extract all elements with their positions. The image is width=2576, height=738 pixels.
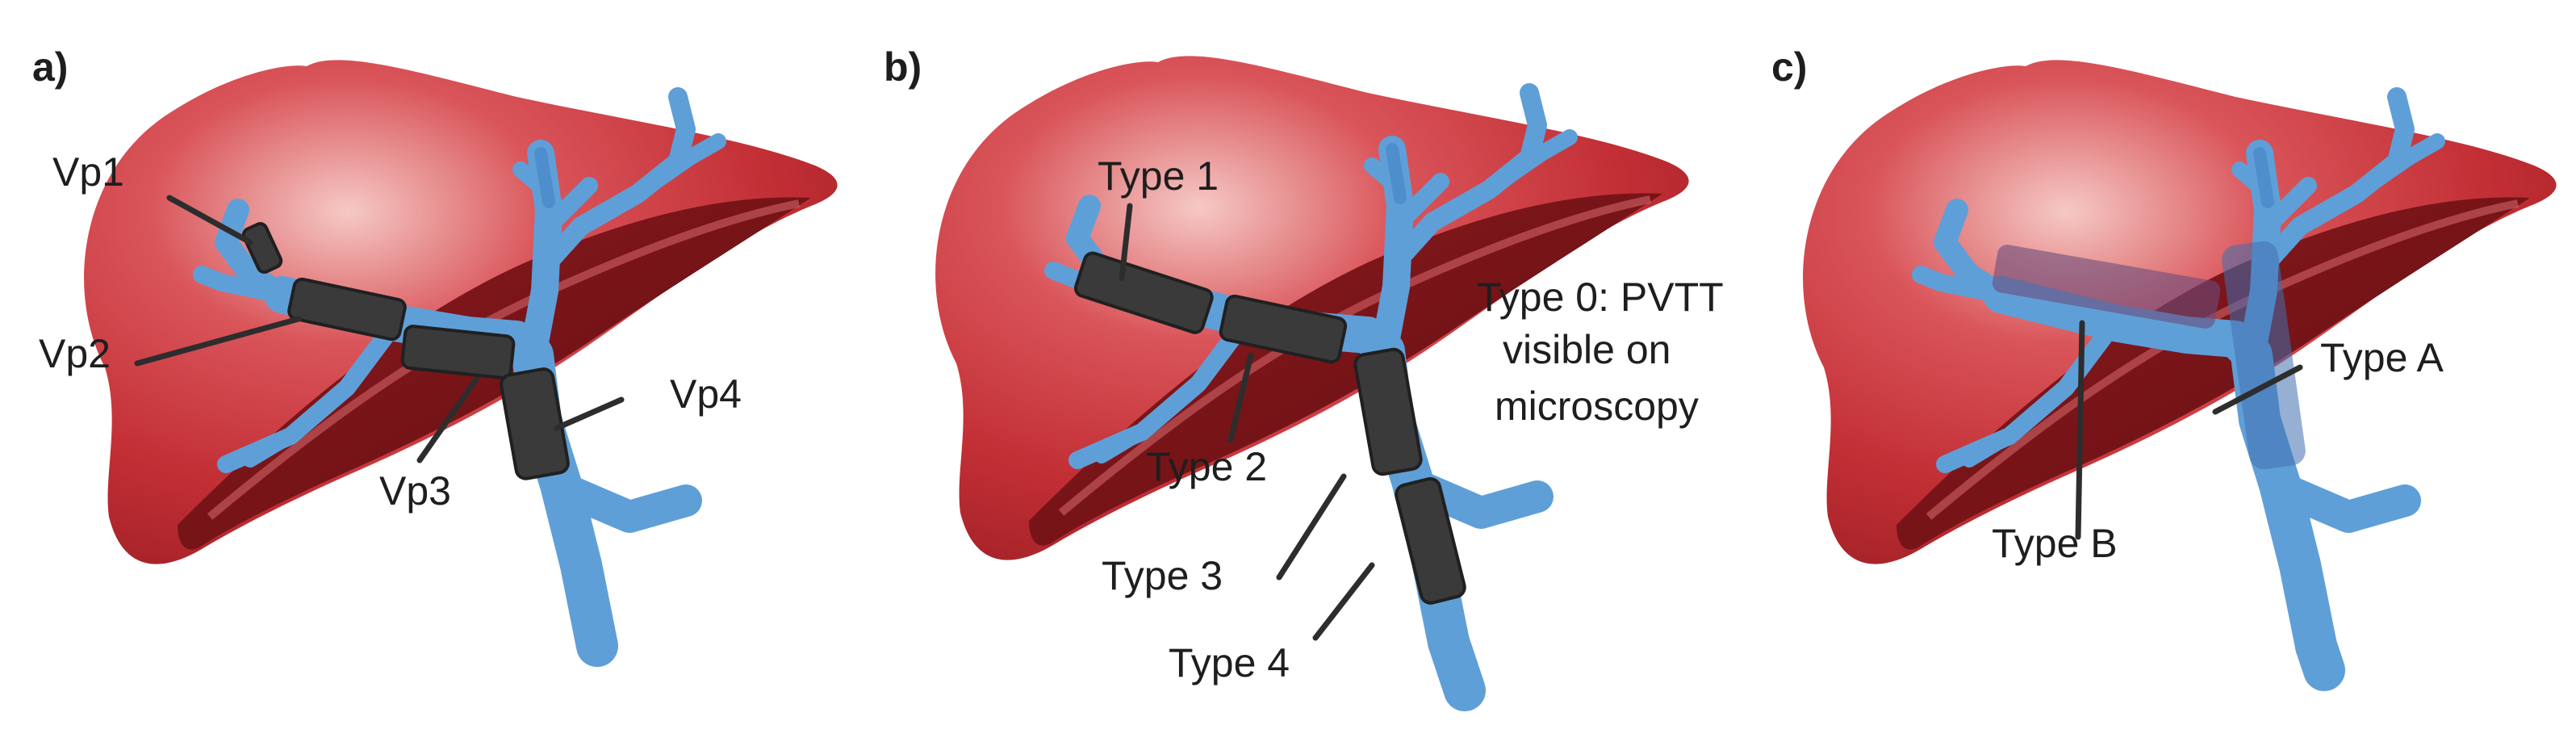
overlay-type-a [2222, 241, 2306, 470]
callout-vp4: Vp4 [670, 371, 742, 417]
thrombus-type3 [1353, 347, 1423, 476]
callout-type0-line3: microscopy [1495, 384, 1699, 429]
callout-type3: Type 3 [1102, 553, 1223, 598]
callout-vp2: Vp2 [39, 331, 111, 376]
callout-type-b: Type B [1992, 521, 2118, 566]
panel-c: c) Type B Type A [1771, 44, 2557, 691]
callout-type-a: Type A [2320, 335, 2444, 380]
callout-type4: Type 4 [1169, 640, 1290, 686]
callout-vp3: Vp3 [379, 468, 451, 514]
thrombus-type4 [1395, 477, 1466, 605]
liver-illustration-b [935, 56, 1689, 711]
thrombus-type2 [1219, 294, 1348, 364]
panel-b-label: b) [884, 44, 922, 90]
panel-c-label: c) [1771, 44, 1807, 90]
overlay-type-b [1992, 245, 2221, 329]
thrombus-vp1 [241, 222, 283, 274]
callout-type2: Type 2 [1146, 444, 1267, 489]
callout-type0-line1: Type 0: PVTT [1477, 275, 1724, 320]
callout-type0-line2: visible on [1503, 327, 1671, 372]
callout-type1: Type 1 [1098, 153, 1219, 199]
thrombus-type1 [1073, 251, 1214, 334]
callout-vp1: Vp1 [52, 149, 124, 195]
thrombus-vp4 [500, 367, 570, 480]
liver-illustration-c [1803, 60, 2557, 691]
panel-a-label: a) [32, 44, 68, 90]
liver-illustration-a [84, 60, 838, 646]
thrombus-vp2 [287, 277, 407, 342]
panel-b: b) Type 1 Type 2 Type 3 Type 4 Type 0: P… [884, 44, 1724, 711]
panel-a: a) Vp1 Vp2 Vp3 Vp4 [32, 44, 838, 646]
thrombus-vp3 [400, 325, 516, 379]
